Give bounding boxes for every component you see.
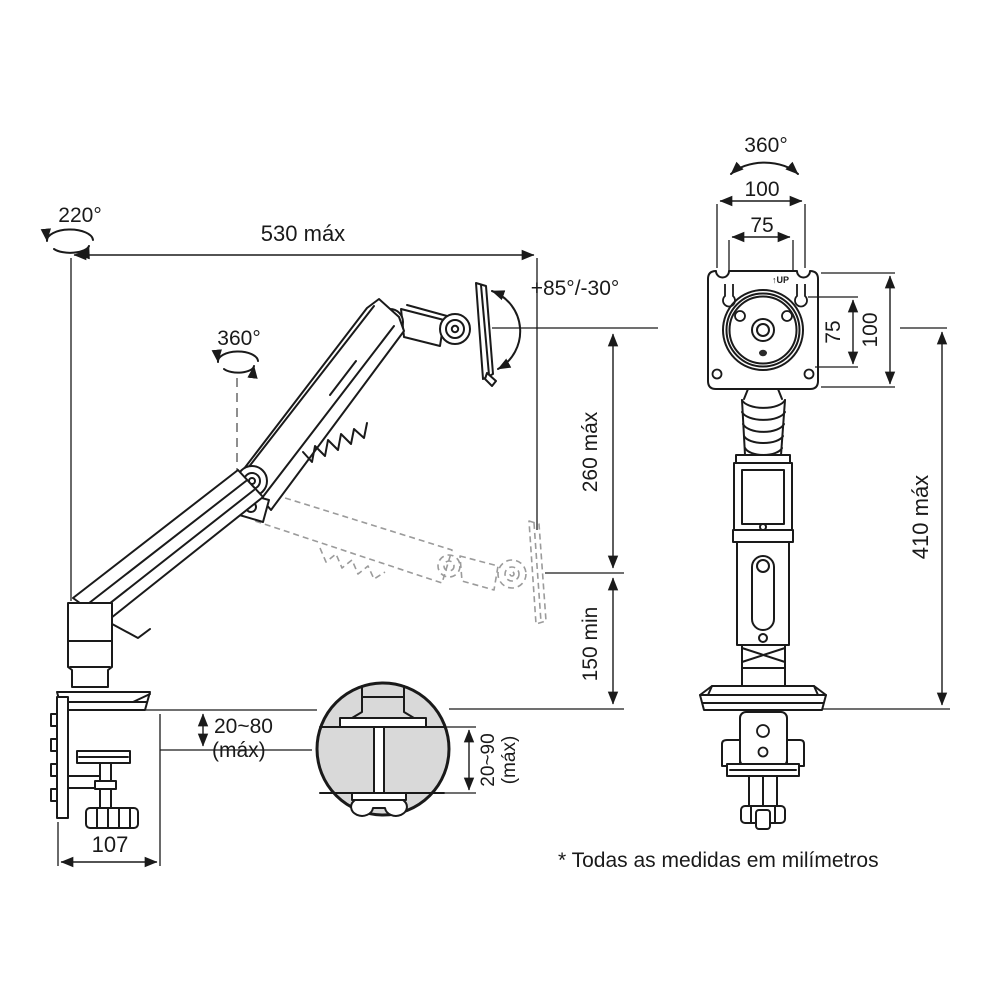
- ghost-arm-lowered: [230, 491, 547, 625]
- plate-height-label: 100: [859, 312, 882, 347]
- dim-clamp-thickness: 20~80 (máx): [197, 713, 273, 762]
- dim-base-depth: 107: [57, 714, 161, 868]
- dim-plate-width: 100: [716, 178, 806, 268]
- clamp-thickness-suffix: (máx): [212, 739, 266, 762]
- dim-vesa-height: 75: [808, 296, 859, 368]
- units-footnote: * Todas as medidas em milímetros: [558, 849, 879, 872]
- grommet-thickness-suffix: (máx): [499, 736, 520, 785]
- riser-column-side: [56, 602, 151, 711]
- column-height-label: 410 máx: [908, 475, 933, 559]
- riser-column-front: [699, 388, 827, 711]
- dim-plate-height: 100: [821, 272, 896, 388]
- vesa-plate: ↑UP: [707, 270, 819, 390]
- base-rotation-label: 220°: [58, 204, 101, 227]
- vesa-height-label: 75: [822, 320, 845, 343]
- vesa-rotation-icon: [730, 161, 799, 175]
- arm-rotation-label: 360°: [217, 327, 260, 350]
- desk-clamp-side: [50, 696, 139, 829]
- grommet-mount-drawing: [319, 685, 446, 817]
- dim-lift-min: 150 min: [579, 577, 619, 705]
- vesa-rotation-label: 360°: [744, 134, 787, 157]
- tilt-range-label: +85°/-30°: [531, 277, 620, 300]
- vesa-width-label: 75: [750, 214, 773, 237]
- lift-min-label: 150 min: [579, 607, 602, 682]
- reach-label: 530 máx: [261, 221, 345, 246]
- arm-rotation-icon: [211, 349, 259, 470]
- dim-grommet-thickness: 20~90 (máx): [424, 726, 520, 794]
- desk-clamp-front: [721, 711, 805, 830]
- lift-max-label: 260 máx: [579, 411, 602, 492]
- side-view: 220° 530 máx 360° +85°/-30° 260 máx: [40, 204, 658, 868]
- dim-reach: 530 máx: [70, 221, 538, 601]
- upper-arm: [239, 298, 405, 511]
- tilt-arc-icon: [491, 290, 658, 370]
- dim-column-height: 410 máx: [788, 327, 950, 710]
- grommet-thickness-value: 20~90: [478, 733, 499, 786]
- base-rotation-icon: [40, 228, 94, 260]
- desk-lines: [145, 708, 624, 751]
- up-marking: ↑UP: [772, 275, 789, 285]
- front-view: 360° 100 75 ↑UP: [699, 134, 950, 830]
- plate-width-label: 100: [744, 178, 779, 201]
- base-depth-label: 107: [92, 832, 129, 857]
- detail-view: 20~90 (máx): [315, 681, 520, 817]
- clamp-thickness-value: 20~80: [214, 715, 273, 738]
- dim-lift-max: 260 máx: [545, 333, 624, 574]
